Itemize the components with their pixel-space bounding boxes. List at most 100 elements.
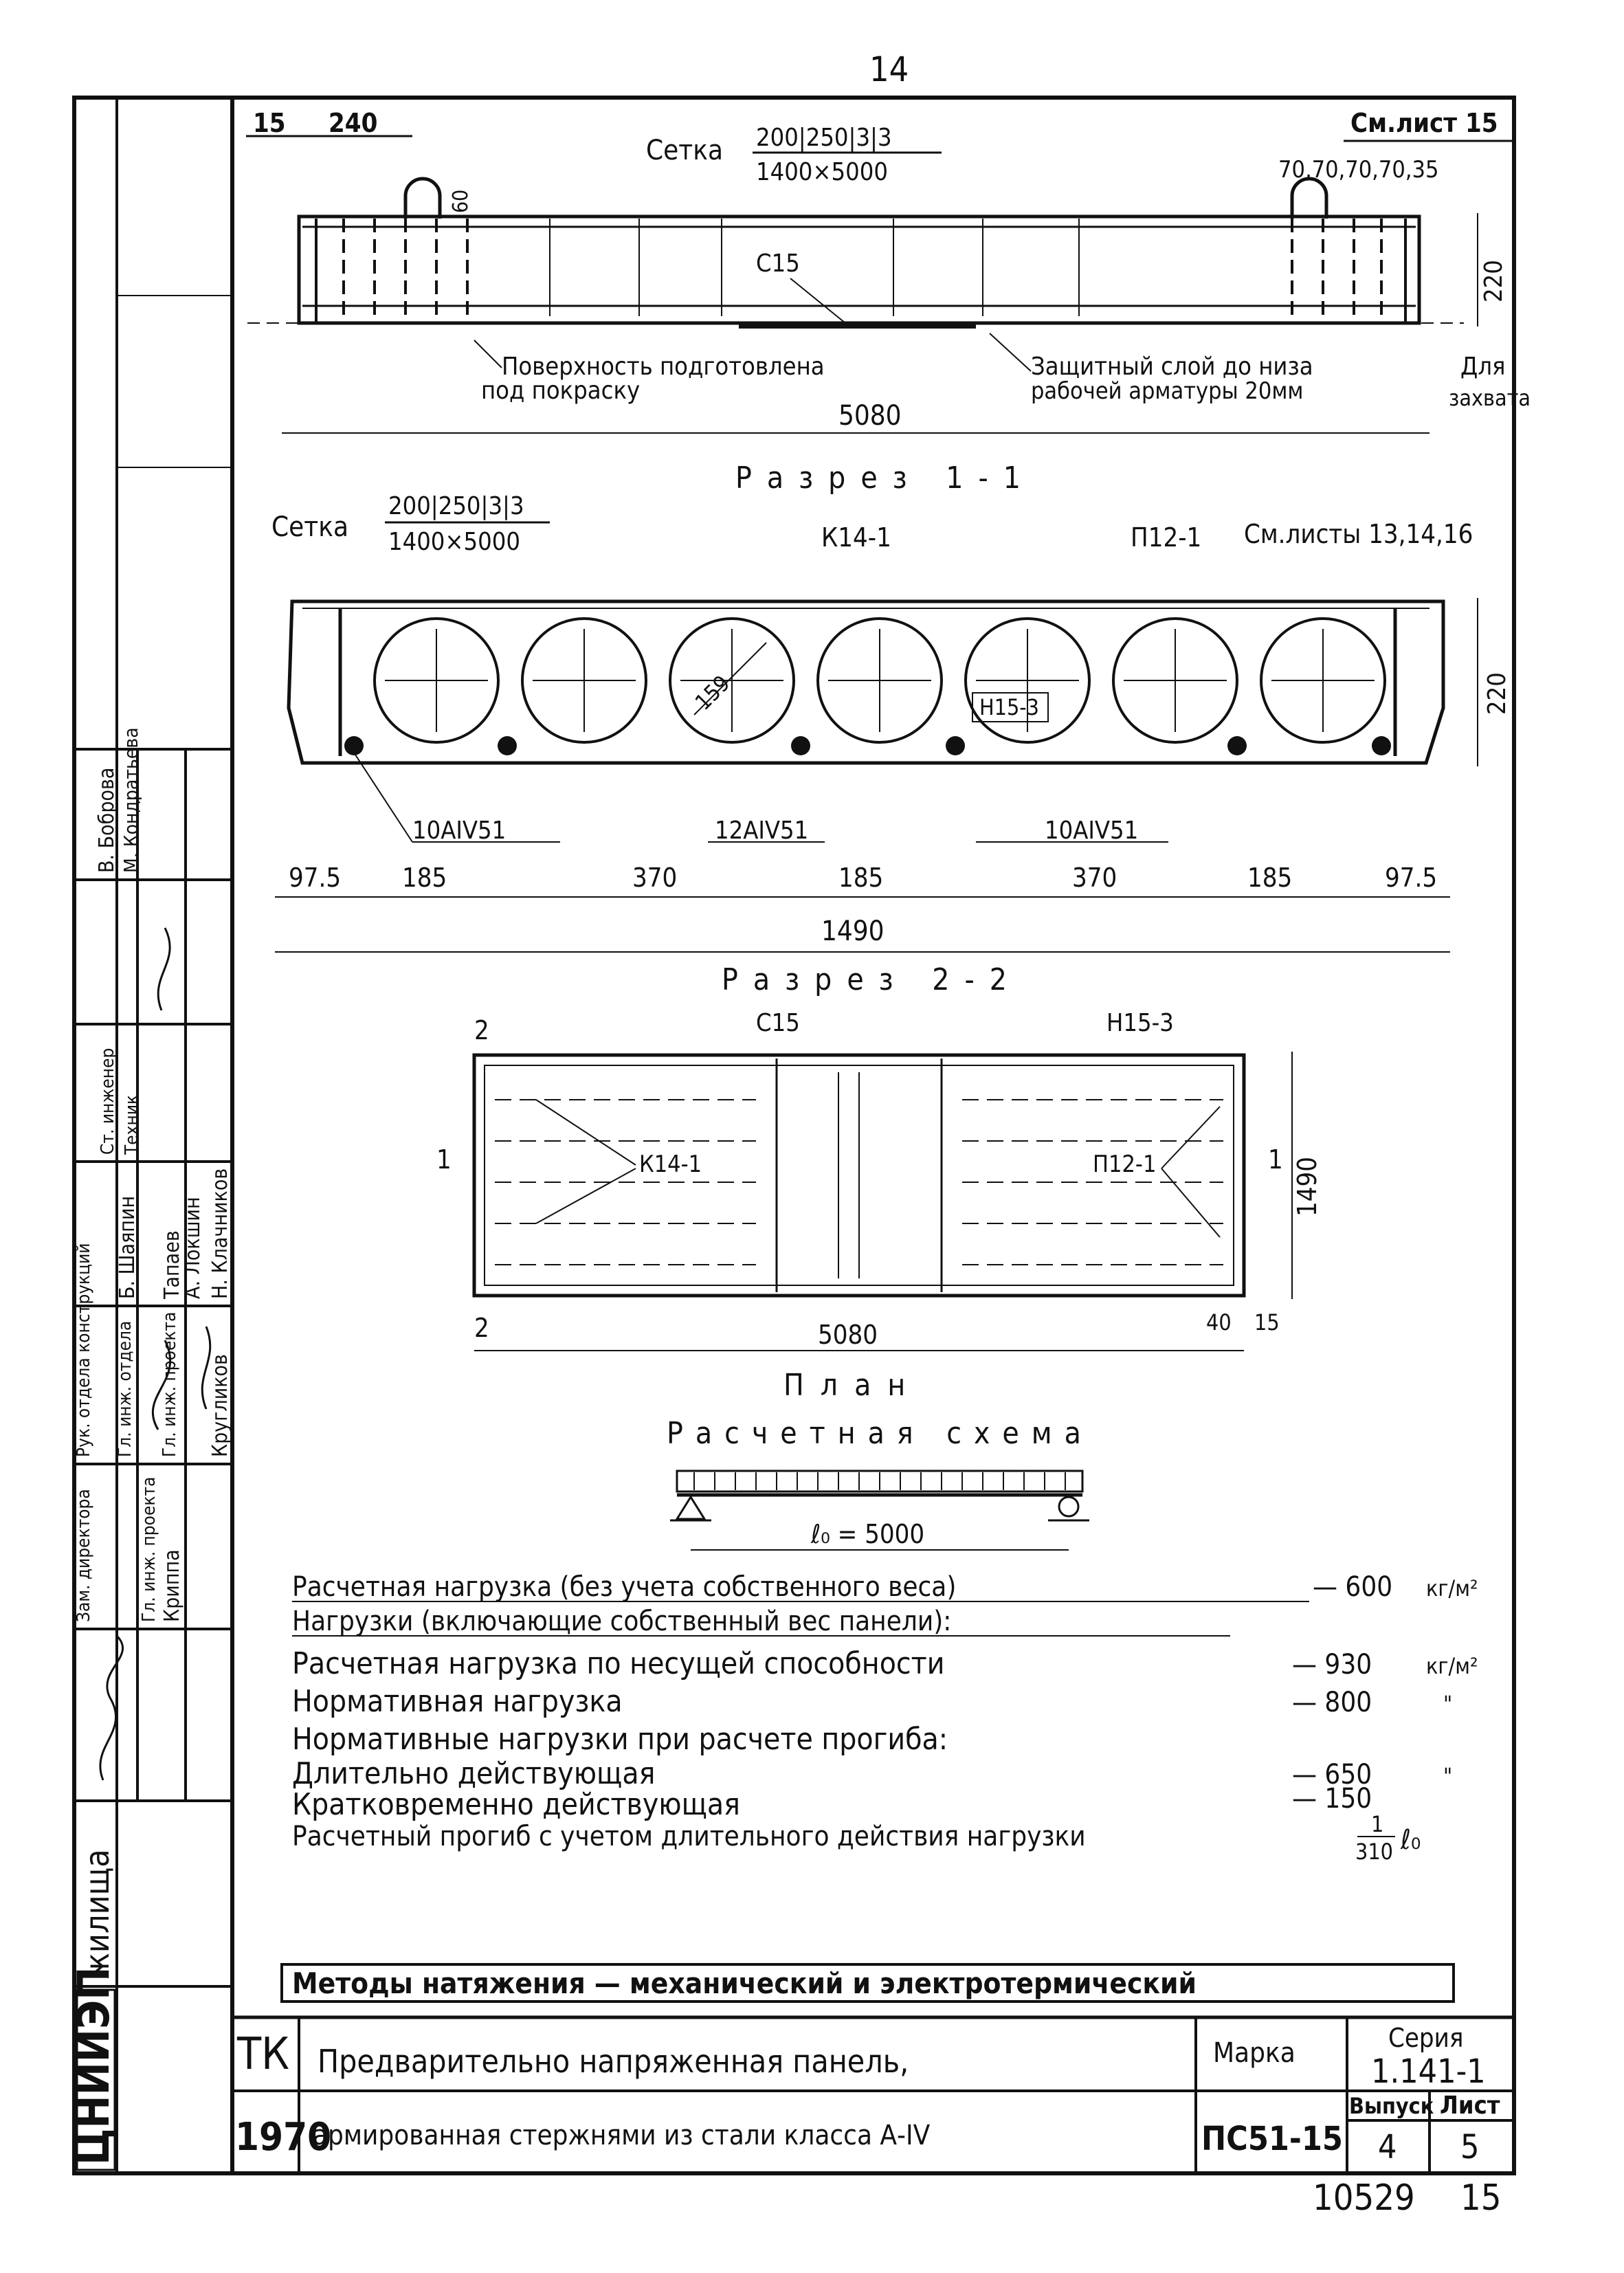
- plan-n15-label: Н15-3: [1106, 1009, 1174, 1037]
- sig-role-1: Зам. директора: [74, 1489, 94, 1622]
- surface-note-2: под покраску: [481, 377, 640, 405]
- load-line-4: Нормативная нагрузка: [292, 1684, 623, 1719]
- load-line-5: Нормативные нагрузки при расчете прогиба…: [292, 1722, 948, 1757]
- load-line-6-value: — 650: [1292, 1759, 1372, 1790]
- width-1490-label-2: 1490: [821, 916, 885, 947]
- see-sheets-label: См.листы 13,14,16: [1244, 519, 1473, 549]
- mesh-spec-top-1: 200|250|3|3: [756, 124, 892, 152]
- grip-note-2: захвата: [1449, 385, 1531, 411]
- sheet-value: 5: [1460, 2128, 1479, 2166]
- load-line-1-value: — 600: [1313, 1571, 1392, 1603]
- height-220-label-2: 220: [1483, 672, 1511, 715]
- tk-label: ТК: [236, 2029, 289, 2080]
- load-line-8-numerator: 1: [1371, 1811, 1383, 1837]
- cover-note-2: рабочей арматуры 20мм: [1031, 377, 1303, 405]
- section-2-2-title: Разрез 2-2: [722, 962, 1022, 997]
- n15-label-2: Н15-3: [979, 694, 1039, 720]
- title-line-2: армированная стержнями из стали класса А…: [313, 2120, 931, 2151]
- plan-mark-2-top: 2: [474, 1015, 489, 1045]
- marka-label: Марка: [1213, 2037, 1295, 2069]
- dim-240-label: 240: [329, 108, 377, 138]
- load-line-1: Расчетная нагрузка (без учета собственно…: [292, 1571, 956, 1603]
- spacing-5: 370: [1072, 863, 1117, 893]
- mesh-spec-top-2: 200|250|3|3: [388, 492, 524, 520]
- year-label: 1970: [235, 2115, 331, 2160]
- scheme-title: Расчетная схема: [667, 1416, 1093, 1451]
- plan-p12-label: П12-1: [1093, 1151, 1156, 1178]
- sig-role-6: Ст. инженер: [98, 1048, 118, 1155]
- sig-name-8: В. Боброва: [95, 768, 119, 873]
- load-line-3: Расчетная нагрузка по несущей способност…: [292, 1646, 944, 1681]
- org-suffix: жилища: [78, 1849, 117, 1980]
- inventory-number: 10529: [1313, 2177, 1415, 2219]
- load-line-1-unit: кг/м²: [1426, 1575, 1478, 1601]
- sig-role-4: Гл. инж. проекта: [139, 1477, 159, 1622]
- series-value: 1.141-1: [1371, 2052, 1486, 2091]
- plan-length-label: 5080: [818, 1320, 878, 1350]
- left-stamp: Криппа Кругликов Тапаев А. Локшин Н. Кла…: [69, 98, 232, 2173]
- load-line-4-unit: ": [1443, 1691, 1452, 1717]
- plan-title: План: [783, 1368, 922, 1403]
- load-line-3-value: — 930: [1292, 1649, 1372, 1681]
- section-1-1: 15 240 Сетка 200|250|3|3 1400×5000 См.ли…: [246, 108, 1531, 434]
- section-1-1-title: Разрез 1-1: [735, 461, 1036, 496]
- spacing-7: 97.5: [1385, 863, 1437, 893]
- issue-value: 4: [1378, 2128, 1397, 2166]
- load-line-8-unit: ℓ₀: [1400, 1824, 1421, 1856]
- mesh-spec-bottom-2: 1400×5000: [388, 528, 520, 556]
- scheme-span-label: ℓ₀ = 5000: [810, 1519, 924, 1549]
- hollow-cores: [373, 617, 1386, 744]
- mesh-label-2: Сетка: [271, 511, 348, 543]
- spacing-1: 97.5: [289, 863, 341, 893]
- mesh-label-1: Сетка: [646, 135, 723, 166]
- title-line-1: Предварительно напряженная панель,: [318, 2043, 909, 2080]
- marka-value: ПС51-15: [1201, 2120, 1343, 2158]
- sig-role-2: Рук. отдела конструкций: [74, 1243, 94, 1458]
- tensioning-methods: Методы натяжения — механический и электр…: [292, 1966, 1197, 2000]
- plan-mark-2-bottom: 2: [474, 1313, 489, 1343]
- series-label: Серия: [1388, 2023, 1463, 2053]
- loads-table: Расчетная нагрузка (без учета собственно…: [292, 1571, 1478, 1865]
- mesh-spec-bottom-1: 1400×5000: [756, 158, 888, 186]
- sheet-frame: [72, 96, 1516, 2175]
- section-2-2-drawing: Сетка 200|250|3|3 1400×5000 К14-1 П12-1 …: [271, 492, 1511, 953]
- spacing-2: 185: [402, 863, 447, 893]
- see-sheet-15: См.лист 15: [1350, 108, 1498, 138]
- sig-name-1: Криппа: [160, 1549, 184, 1622]
- load-line-3-unit: кг/м²: [1426, 1653, 1478, 1679]
- length-5080-label-1: 5080: [838, 400, 902, 432]
- sig-name-7: М. Кондратьева: [120, 727, 142, 873]
- cover-note-1: Защитный слой до низа: [1031, 353, 1313, 381]
- bars-label-2: 12АIV51: [715, 817, 808, 845]
- plan-dim-40: 40: [1206, 1309, 1232, 1335]
- dim-15-label: 15: [253, 108, 286, 138]
- sig-name-6: Б. Шаяпин: [115, 1196, 140, 1299]
- plan-c15-label: С15: [756, 1009, 800, 1037]
- plan-mark-1-left: 1: [436, 1144, 452, 1175]
- sig-name-2: Кругликов: [208, 1354, 232, 1457]
- prestressed-bars: [344, 736, 1391, 755]
- load-line-4-value: — 800: [1292, 1687, 1372, 1718]
- loop-dim-60: 60: [449, 190, 473, 213]
- inventory-sheet: 15: [1460, 2177, 1502, 2219]
- bars-label-3: 10АIV51: [1045, 817, 1138, 845]
- load-line-6: Длительно действующая: [292, 1756, 655, 1791]
- design-scheme: Расчетная схема ℓ₀ = 5000: [667, 1416, 1093, 1551]
- sig-name-3: Тапаев: [160, 1230, 184, 1300]
- plan-view: С15 Н15-3 К14-1 П12-1 2 2 1 1 1490 5080 …: [436, 1009, 1322, 1403]
- k14-label-2: К14-1: [821, 522, 891, 553]
- title-block: ТК 1970 Предварительно напряженная панел…: [232, 2015, 1514, 2173]
- sig-role-7: Техник: [122, 1095, 142, 1155]
- plan-k14-label: К14-1: [639, 1151, 702, 1178]
- height-220-label-1: 220: [1480, 260, 1508, 302]
- bars-label-1: 10АIV51: [412, 817, 506, 845]
- issue-label: Выпуск: [1349, 2093, 1434, 2119]
- sig-role-3: Гл. инж. отдела: [115, 1321, 135, 1457]
- p12-label-2: П12-1: [1131, 522, 1201, 553]
- load-line-8-denominator: 310: [1355, 1839, 1393, 1865]
- sig-name-4: А. Локшин: [181, 1197, 205, 1299]
- org-prefix: ЦНИИЭП: [69, 1967, 120, 2165]
- load-line-8: Расчетный прогиб с учетом длительного де…: [292, 1821, 1086, 1852]
- load-line-7-value: — 150: [1292, 1783, 1372, 1815]
